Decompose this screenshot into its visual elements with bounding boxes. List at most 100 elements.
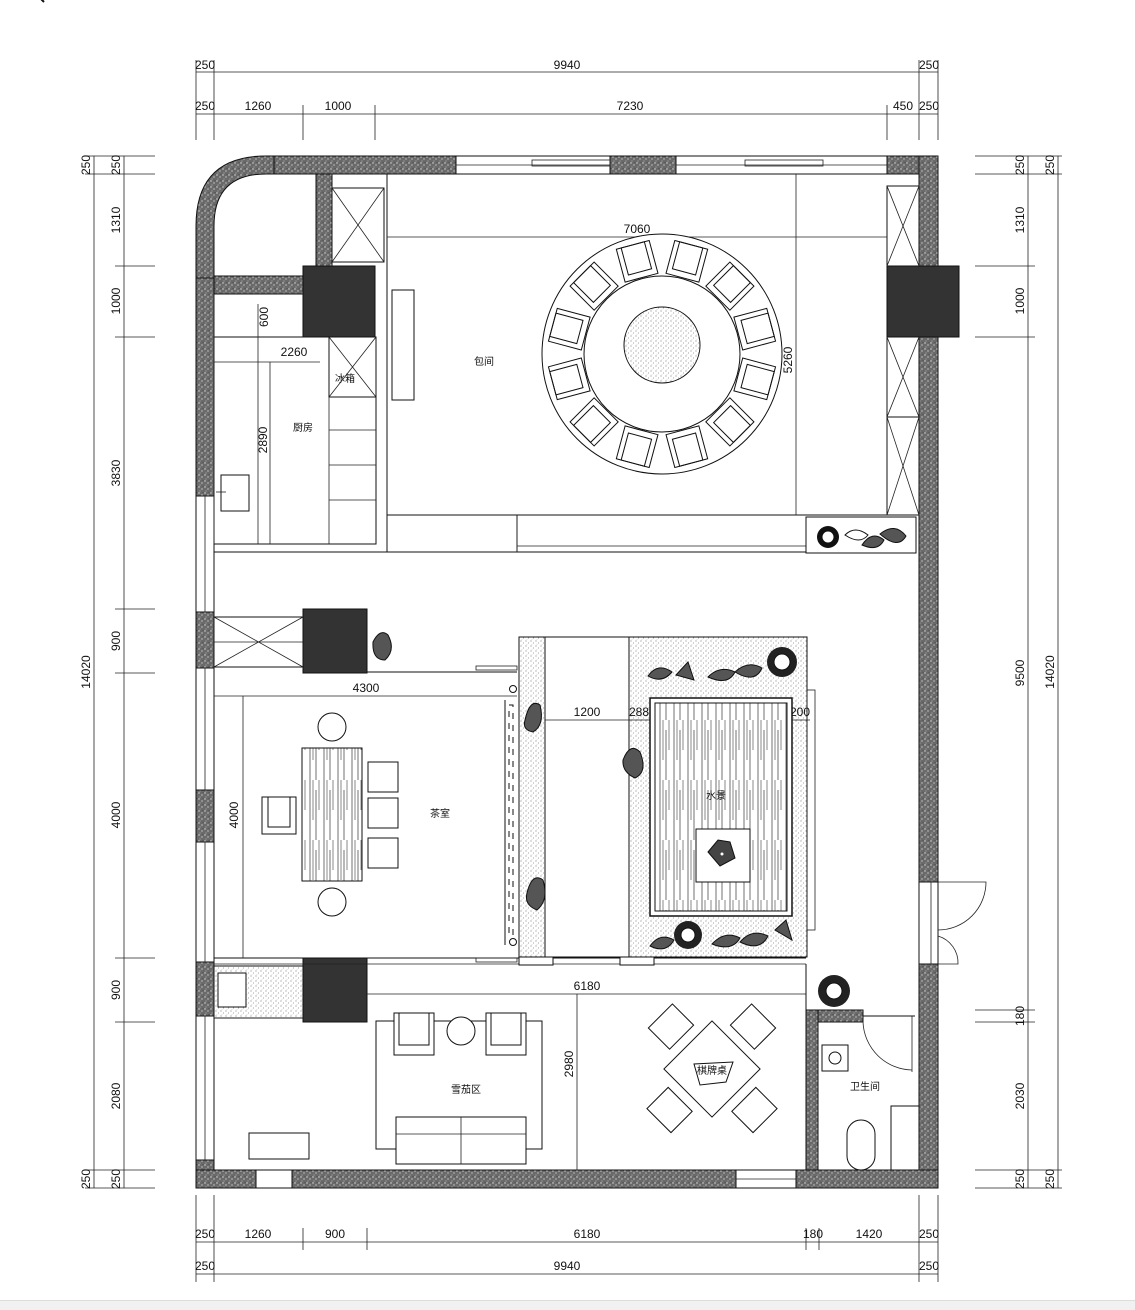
tea-room-label: 茶室: [430, 807, 450, 820]
chair: [367, 837, 399, 869]
tree-icon: [675, 661, 695, 681]
water-feature-label: 水景: [706, 790, 726, 802]
dim-label: 250: [195, 1227, 215, 1241]
dining-chair-seat: [712, 404, 752, 444]
dining-chair-seat: [740, 312, 775, 345]
chair: [367, 797, 399, 829]
fridge-label: 冰箱: [335, 372, 355, 385]
rock-icon: [844, 529, 869, 541]
dim-label: 250: [195, 58, 215, 72]
planter: [805, 516, 917, 554]
dim-label: 1260: [245, 1227, 272, 1241]
chair: [729, 1003, 777, 1050]
dining-chair-seat: [572, 404, 612, 444]
tree-icon: [774, 919, 793, 942]
kitchen: 600 2260 2890 冰箱 厨房: [213, 289, 415, 545]
sink-icon: [821, 1044, 849, 1072]
dim-label: 180: [803, 1227, 823, 1241]
dim-label: 2890: [256, 426, 270, 453]
dimension-top: 250 9940 250 250 1260 1000 7230 450 250: [195, 58, 939, 140]
cigar-area: 6180 2980 雪茄区: [213, 965, 806, 1170]
chess-table: [663, 1020, 761, 1118]
dim-label: 4000: [109, 801, 123, 828]
dimension-left: 250 14020 250 250 1310 1000 3830 900 400…: [79, 155, 155, 1189]
dim-label: 1000: [325, 99, 352, 113]
dim-label: 1000: [109, 287, 123, 314]
dim-label: 2080: [109, 1082, 123, 1109]
entry-door[interactable]: [918, 881, 987, 965]
dining-chair-seat: [712, 264, 752, 304]
dim-label: 250: [1013, 1169, 1027, 1189]
dim-label: 900: [325, 1227, 345, 1241]
dim-label: 9500: [1013, 659, 1027, 686]
chair: [647, 1003, 695, 1050]
dim-label: 1200: [574, 705, 601, 719]
rock-icon: [734, 664, 763, 678]
dimension-bottom: 250 1260 900 6180 180 1420 250 250 9940 …: [195, 1195, 939, 1282]
outer-walls: [195, 155, 939, 1189]
inner-walls: [213, 173, 960, 1023]
dim-label: 200: [790, 705, 810, 719]
dining-chair-seat: [740, 363, 775, 396]
dim-label: 1420: [856, 1227, 883, 1241]
column: [886, 265, 960, 338]
sink-icon: [220, 474, 250, 512]
dim-label: 250: [1043, 155, 1057, 175]
dim-label: 14020: [79, 655, 93, 689]
dining-chair-seat: [671, 241, 704, 276]
kitchen-label: 厨房: [293, 421, 313, 434]
sink-icon: [217, 972, 247, 1008]
corridor-cabinet: [213, 616, 518, 673]
dim-label: 180: [1013, 1006, 1027, 1026]
private-room: 7060 5260 包间: [387, 174, 887, 515]
toilet-icon: [846, 1119, 876, 1171]
dining-chair-seat: [572, 264, 612, 304]
dim-label: 2030: [1013, 1082, 1027, 1109]
dim-label: 600: [257, 307, 271, 327]
dim-label: 250: [195, 1259, 215, 1273]
dim-label: 7230: [617, 99, 644, 113]
dim-label: 14020: [1043, 655, 1057, 689]
dining-chairs: [547, 239, 777, 469]
dining-chair-seat: [620, 432, 653, 467]
dim-label: 4300: [353, 681, 380, 695]
chair: [367, 761, 399, 793]
chess-table-label: 棋牌桌: [697, 1064, 727, 1077]
dim-label: 2980: [562, 1050, 576, 1077]
dim-label: 250: [195, 99, 215, 113]
cigar-area-label: 雪茄区: [451, 1083, 481, 1096]
dim-label: 1310: [109, 206, 123, 233]
dining-chair-seat: [549, 312, 584, 345]
dim-label: 6180: [574, 1227, 601, 1241]
column: [302, 957, 368, 1023]
lazy-susan: [623, 306, 701, 384]
dim-label: 250: [109, 155, 123, 175]
chair: [646, 1086, 693, 1134]
chess-area: 棋牌桌: [646, 964, 850, 1170]
dimension-right: 250 1310 1000 9500 180 2030 250 250 1402…: [975, 155, 1062, 1189]
restroom: 卫生间: [805, 1009, 920, 1171]
rock-icon: [879, 528, 907, 543]
dim-label: 250: [919, 1259, 939, 1273]
rock-icon: [739, 932, 769, 947]
rock-icon: [526, 877, 546, 911]
rock-icon: [647, 667, 673, 680]
door-swing-icon: [937, 881, 987, 931]
private-room-label: 包间: [474, 355, 494, 368]
dim-label: 2260: [281, 345, 308, 359]
tea-table: [301, 747, 363, 882]
door-swing-icon: [862, 1021, 913, 1071]
magnifier-icon: [40, 0, 45, 3]
dining-chair-seat: [620, 241, 653, 276]
dim-label: 900: [109, 980, 123, 1000]
dim-label: 1000: [1013, 287, 1027, 314]
dim-label: 250: [1043, 1169, 1057, 1189]
dim-label: 4000: [227, 801, 241, 828]
dim-label: 250: [919, 58, 939, 72]
rock-icon: [711, 934, 741, 948]
dim-label: 9940: [554, 58, 581, 72]
bottom-scrollbar[interactable]: [0, 1300, 1135, 1310]
dim-label: 288: [629, 705, 649, 719]
tea-room: 4300 4000 茶室: [214, 681, 806, 965]
dim-label: 250: [79, 1169, 93, 1189]
